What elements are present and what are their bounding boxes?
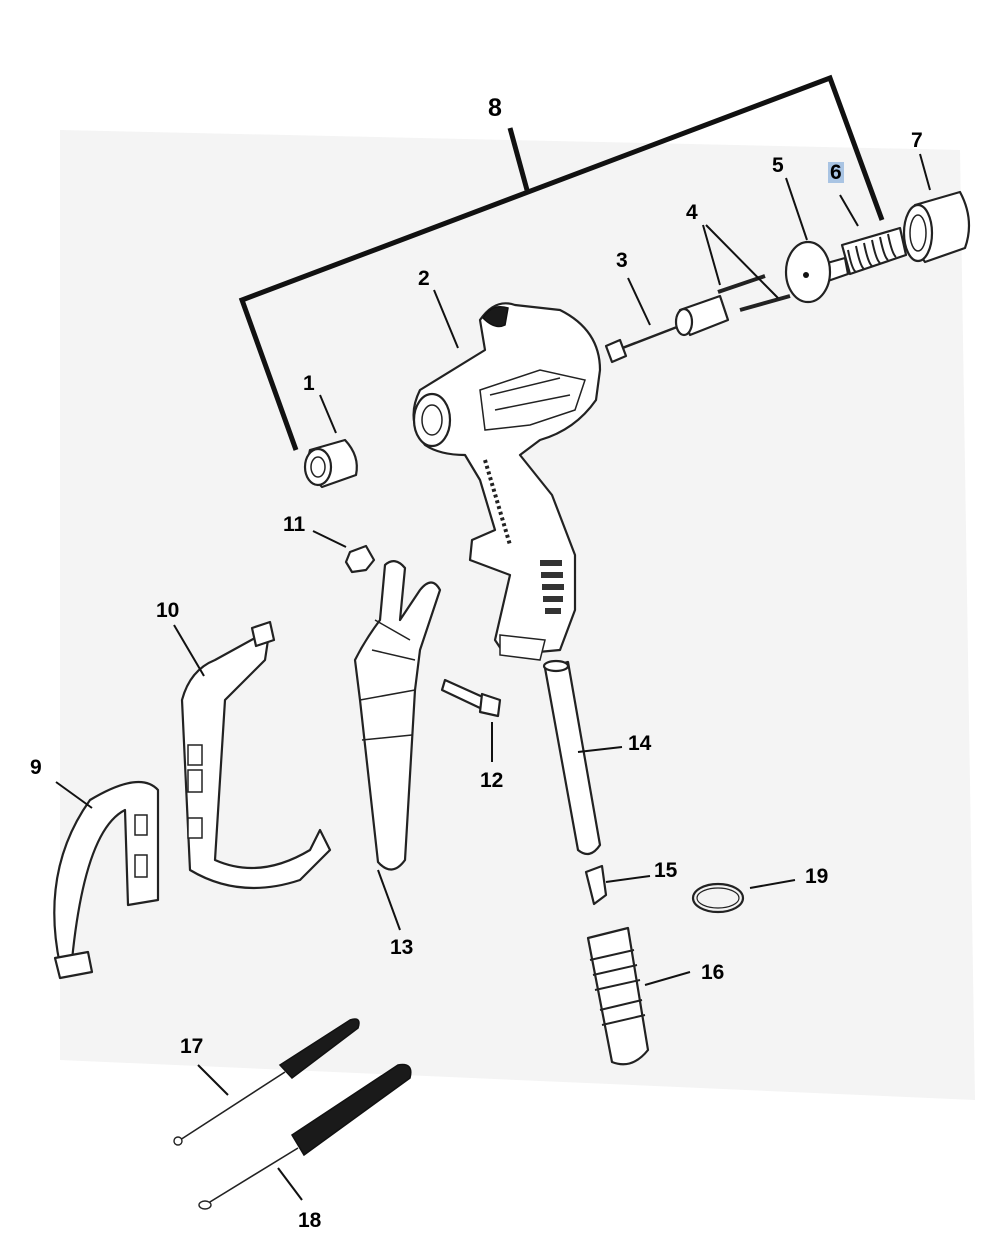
- part-16-swivel: [586, 926, 650, 1066]
- part-11-nut: [344, 544, 376, 574]
- part-12-screw: [440, 678, 502, 718]
- callout-18: 18: [298, 1209, 322, 1232]
- part-17-brush: [173, 1018, 360, 1146]
- callout-8: 8: [488, 94, 502, 122]
- part-10-guard: [180, 620, 332, 890]
- part-7-cap: [902, 190, 971, 264]
- part-6-spring: [840, 226, 908, 276]
- part-18-brush: [198, 1063, 412, 1210]
- callout-19: 19: [805, 865, 829, 888]
- callout-5: 5: [772, 154, 784, 177]
- part-5-piston: [784, 240, 850, 304]
- assembly-bracket: [238, 74, 885, 451]
- part-1-retaining-nut: [303, 438, 358, 489]
- callout-2: 2: [418, 267, 430, 290]
- leader-lines: [55, 153, 931, 1201]
- callout-1: 1: [303, 372, 315, 395]
- callout-17: 17: [180, 1035, 204, 1058]
- part-3-needle: [604, 320, 691, 364]
- callout-3: 3: [616, 249, 628, 272]
- part-15-fitting: [584, 864, 608, 906]
- callout-6-highlighted: 6: [828, 161, 844, 184]
- part-19-o-ring: [691, 882, 745, 914]
- callout-14: 14: [628, 732, 652, 755]
- callout-11: 11: [283, 513, 306, 536]
- callout-13: 13: [390, 936, 414, 959]
- part-14-filter-tube: [542, 659, 602, 856]
- callout-12: 12: [480, 769, 504, 792]
- callout-16: 16: [701, 961, 725, 984]
- part-2-gun-body: [412, 302, 602, 661]
- part-9-guard: [53, 780, 160, 980]
- callout-10: 10: [156, 599, 180, 622]
- callout-9: 9: [30, 756, 42, 779]
- part-13-bracket: [353, 560, 442, 871]
- callout-7: 7: [911, 129, 923, 152]
- part-4-pins: [674, 274, 791, 337]
- callout-4: 4: [686, 201, 698, 224]
- callout-15: 15: [654, 859, 678, 882]
